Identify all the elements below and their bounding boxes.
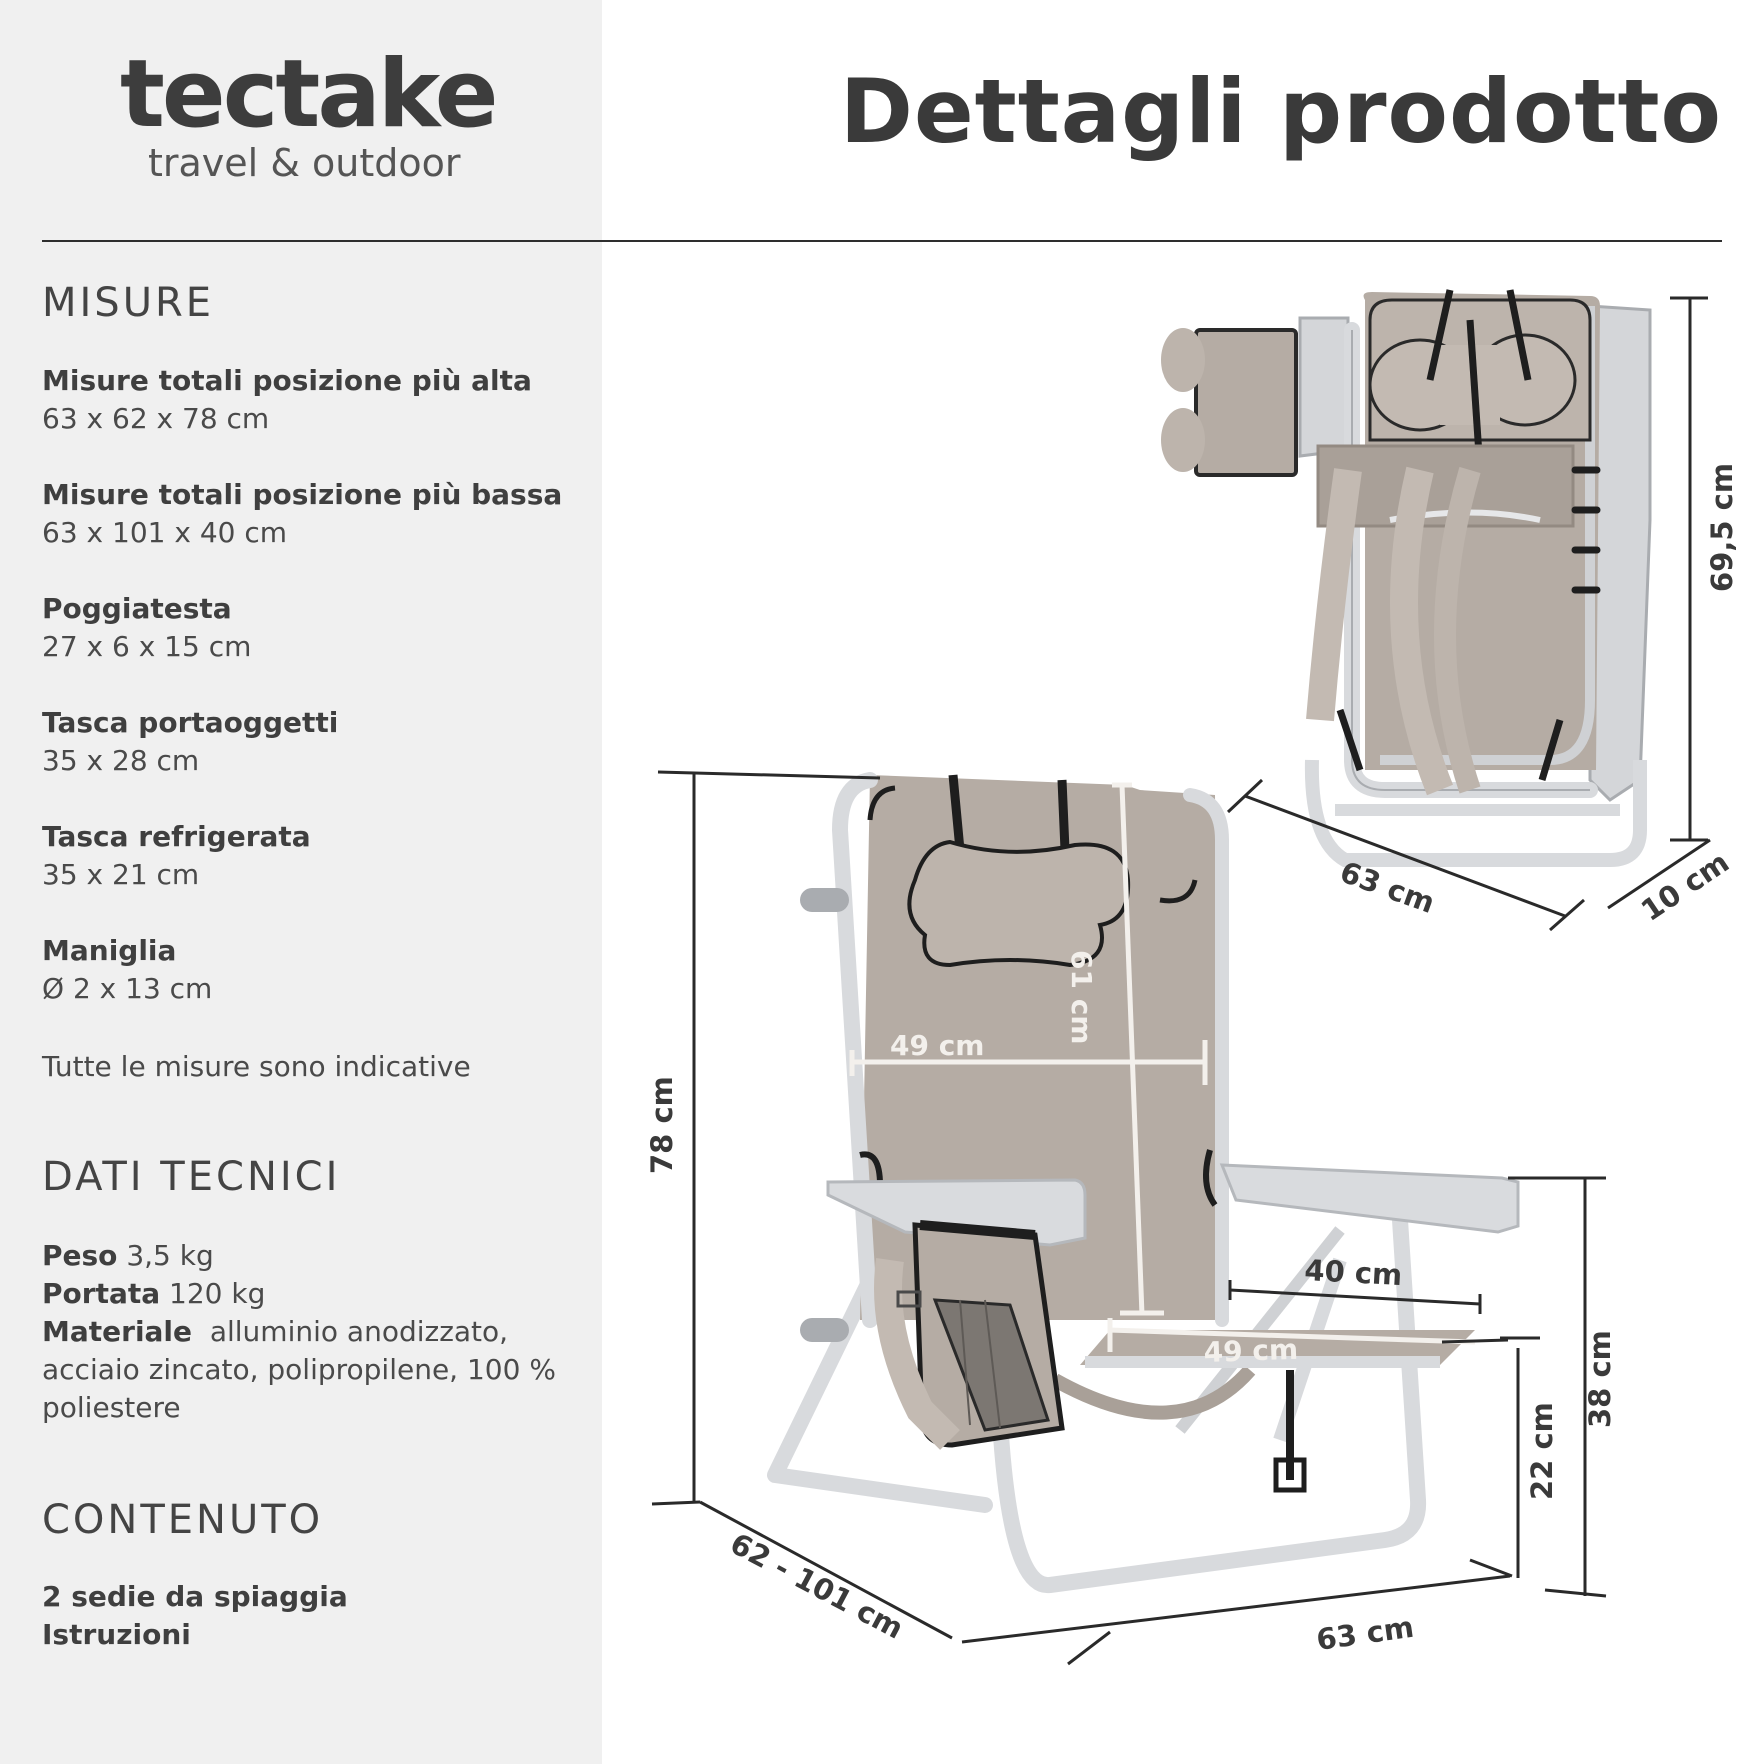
peso-label: Peso [42,1239,118,1272]
dim-seat-width: 49 cm [1203,1333,1299,1369]
spec-value: 63 x 62 x 78 cm [42,402,270,435]
spec-label: Misure totali posizione più bassa [42,478,563,511]
spec-label: Poggiatesta [42,592,232,625]
materiale-value: alluminio anodizzato, acciaio zincato, p… [42,1315,556,1424]
materiale-row: Materiale alluminio anodizzato, acciaio … [42,1313,562,1427]
spec-item: Maniglia Ø 2 x 13 cm [42,932,212,1008]
folded-chair-image [1161,289,1652,867]
dim-height: 78 cm [645,1076,679,1174]
spec-item: Misure totali posizione più bassa 63 x 1… [42,476,562,552]
tech-specs: Peso 3,5 kg Portata 120 kg Materiale all… [42,1237,562,1427]
contenuto-heading: CONTENUTO [42,1497,324,1543]
spec-label: Maniglia [42,934,177,967]
dim-width: 63 cm [1314,1610,1416,1657]
open-dimension-lines [651,770,1607,1666]
spec-item: Tasca refrigerata 35 x 21 cm [42,818,311,894]
folded-dimension-lines [1226,296,1711,932]
spec-value: Ø 2 x 13 cm [42,972,213,1005]
spec-label: Tasca portaoggetti [42,706,339,739]
dati-tecnici-heading: DATI TECNICI [42,1154,341,1200]
product-illustration: 69,5 cm 63 cm 10 cm [645,289,1739,1666]
dim-folded-height: 69,5 cm [1705,463,1739,592]
peso-value: 3,5 kg [126,1239,214,1272]
header-divider [42,240,1722,242]
spec-value: 35 x 21 cm [42,858,200,891]
spec-item: Poggiatesta 27 x 6 x 15 cm [42,590,251,666]
materiale-label: Materiale [42,1315,193,1348]
portata-value: 120 kg [169,1277,266,1310]
spec-value: 27 x 6 x 15 cm [42,630,252,663]
misure-heading: MISURE [42,280,215,326]
dim-back-height: 61 cm [1065,950,1098,1045]
left-panel [0,0,602,1764]
page-title: Dettagli prodotto [839,60,1722,163]
list-item: Istruzioni [42,1618,191,1651]
contents-list: 2 sedie da spiaggia Istruzioni [42,1578,348,1654]
spec-label: Tasca refrigerata [42,820,311,853]
dim-seat-height: 22 cm [1525,1402,1559,1500]
brand-logo: tectake travel & outdoor [120,40,499,185]
dim-seat-depth: 40 cm [1304,1253,1404,1292]
inner-measure-lines [849,782,1476,1352]
spec-item: Misure totali posizione più alta 63 x 62… [42,362,532,438]
portata-row: Portata 120 kg [42,1275,562,1313]
dim-back-width: 49 cm [890,1029,985,1062]
measures-note: Tutte le misure sono indicative [42,1050,471,1083]
dim-armrest-height: 38 cm [1583,1330,1617,1428]
spec-value: 35 x 28 cm [42,744,200,777]
peso-row: Peso 3,5 kg [42,1237,562,1275]
dim-depth-range: 62 - 101 cm [725,1526,909,1646]
spec-label: Misure totali posizione più alta [42,364,532,397]
brand-name: tectake [120,40,499,149]
open-chair-image [767,772,1520,1594]
spec-value: 63 x 101 x 40 cm [42,516,288,549]
spec-item: Tasca portaoggetti 35 x 28 cm [42,704,338,780]
list-item: 2 sedie da spiaggia [42,1580,348,1613]
portata-label: Portata [42,1277,161,1310]
brand-tagline: travel & outdoor [148,141,461,185]
